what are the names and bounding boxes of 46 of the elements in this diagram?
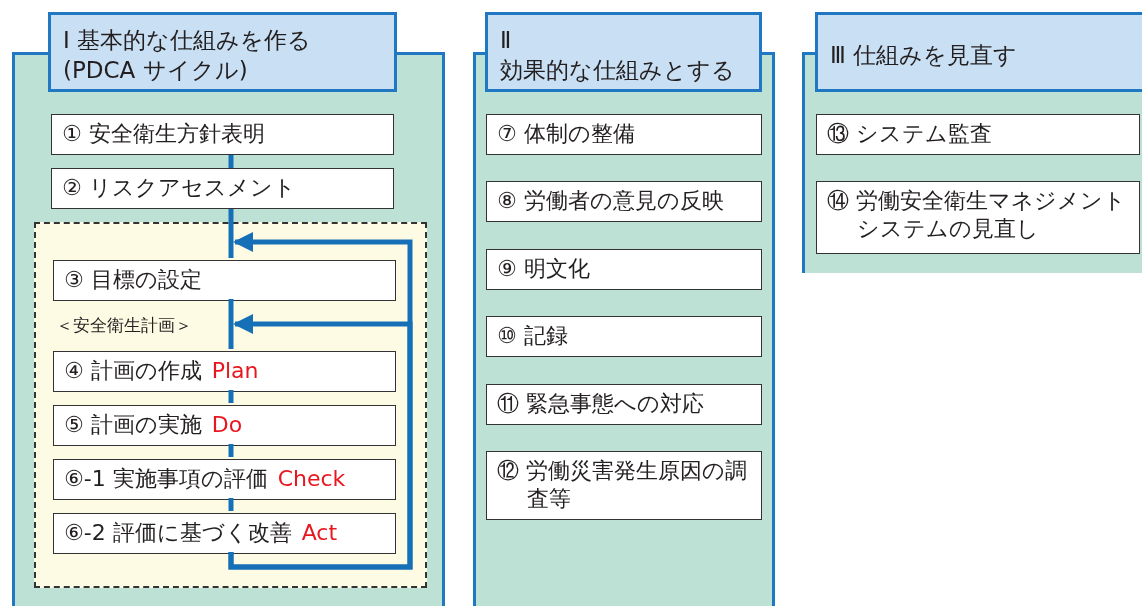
step-box [53, 513, 396, 554]
section-heading: Ⅱ 効果的な仕組みとする [485, 12, 762, 92]
step-box [51, 168, 394, 209]
step-text: ⑩ 記録 [497, 323, 568, 348]
step-text: ⑥-2 評価に基づく改善 [64, 520, 292, 545]
pdca-keyword: Plan [211, 358, 259, 383]
step-text: ⑨ 明文化 [497, 256, 590, 281]
section-heading: Ⅲ 仕組みを見直す [815, 12, 1142, 92]
step-box [53, 260, 396, 301]
step-text: ⑥-1 実施事項の評価 [64, 466, 268, 491]
step-box [53, 351, 396, 392]
step-text: ⑤ 計画の実施 [64, 412, 202, 437]
step-text: ③ 目標の設定 [64, 267, 202, 292]
connector-line [228, 444, 234, 457]
step-text: ④ 計画の作成 [64, 358, 202, 383]
step-box [486, 316, 762, 357]
step-box [51, 114, 394, 155]
step-box [486, 249, 762, 290]
pdca-keyword: Act [301, 520, 338, 545]
section-heading: Ⅰ 基本的な仕組みを作る (PDCA サイクル) [48, 12, 397, 92]
connector-line [228, 155, 234, 168]
step-box [53, 405, 396, 446]
step-box [816, 181, 1140, 254]
connector-line [228, 390, 234, 403]
step-box [486, 451, 762, 520]
step-text: ⑭ 労働安全衛生マネジメントシステムの見直し [827, 188, 1126, 241]
pdca-keyword: Check [277, 466, 346, 491]
step-text: ⑧ 労働者の意見の反映 [497, 188, 724, 213]
step-box [486, 181, 762, 222]
connector-line [228, 299, 234, 349]
plan-label: ＜安全衛生計画＞ [56, 314, 192, 337]
step-text: ⑦ 体制の整備 [497, 121, 635, 146]
step-text: ② リスクアセスメント [62, 175, 296, 200]
pdca-keyword: Do [211, 412, 243, 437]
step-box [53, 459, 396, 500]
step-box [486, 384, 762, 425]
step-text: ⑪ 緊急事態への対応 [497, 391, 704, 416]
step-text: ⑫ 労働災害発生原因の調査等 [497, 458, 747, 511]
plan-area [34, 222, 427, 588]
step-box [486, 114, 762, 155]
step-box [816, 114, 1140, 155]
step-text: ⑬ システム監査 [827, 121, 992, 146]
connector-line [228, 209, 234, 258]
connector-line [228, 498, 234, 511]
step-text: ① 安全衛生方針表明 [62, 121, 265, 146]
feedback-arrow [228, 314, 413, 570]
